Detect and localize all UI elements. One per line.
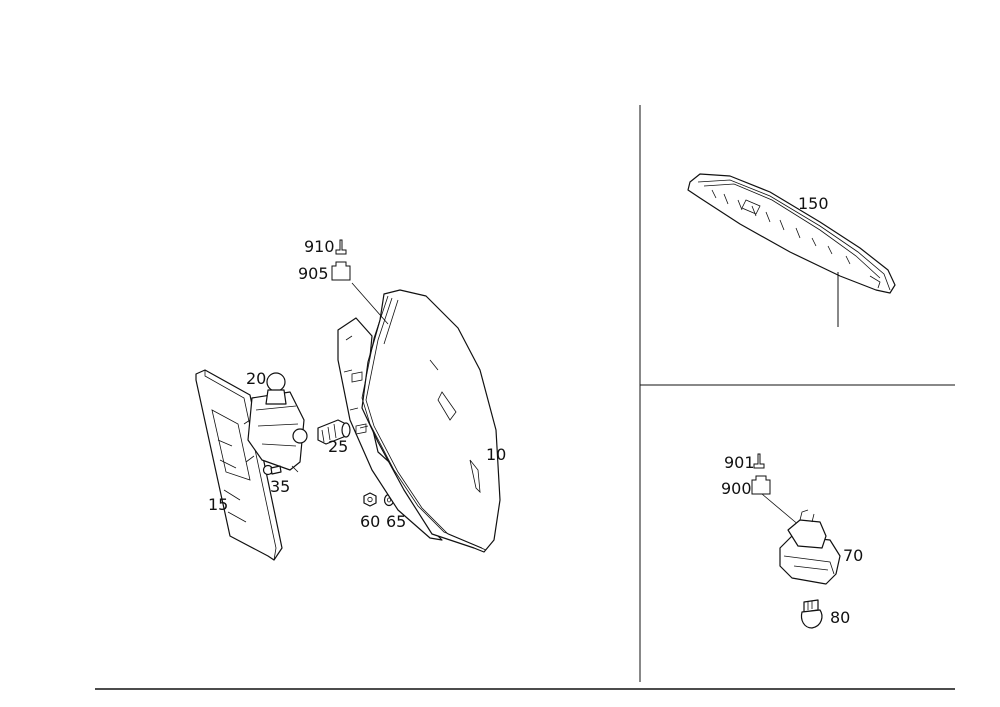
- part-15-cover-plate[interactable]: [195, 369, 283, 561]
- part-60-nut[interactable]: [363, 492, 377, 507]
- label-150: 150: [798, 194, 829, 213]
- label-10: 10: [486, 445, 506, 464]
- label-901: 901: [724, 453, 755, 472]
- label-70: 70: [843, 546, 863, 565]
- pin-symbol-icon: [335, 239, 347, 255]
- label-80: 80: [830, 608, 850, 627]
- label-900: 900: [721, 479, 752, 498]
- leader-905: [351, 282, 389, 325]
- label-65: 65: [386, 512, 406, 531]
- part-70-license-lamp[interactable]: [779, 509, 841, 585]
- label-25: 25: [328, 437, 348, 456]
- part-25-bulb[interactable]: [317, 419, 351, 445]
- leader-900: [761, 493, 801, 527]
- label-910: 910: [304, 237, 335, 256]
- label-60: 60: [360, 512, 380, 531]
- part-20-bulb-carrier[interactable]: [243, 372, 308, 473]
- part-150-brake-light[interactable]: [687, 173, 896, 327]
- connector-symbol-icon: [331, 261, 351, 281]
- connector-symbol-icon: [751, 475, 771, 495]
- label-15: 15: [208, 495, 228, 514]
- label-905: 905: [298, 264, 329, 283]
- pin-symbol-icon: [753, 453, 765, 469]
- label-20: 20: [246, 369, 266, 388]
- part-10-tail-lamp[interactable]: [337, 289, 501, 553]
- part-35-screw[interactable]: [262, 464, 282, 476]
- label-35: 35: [270, 477, 290, 496]
- part-80-bulb[interactable]: [800, 599, 823, 629]
